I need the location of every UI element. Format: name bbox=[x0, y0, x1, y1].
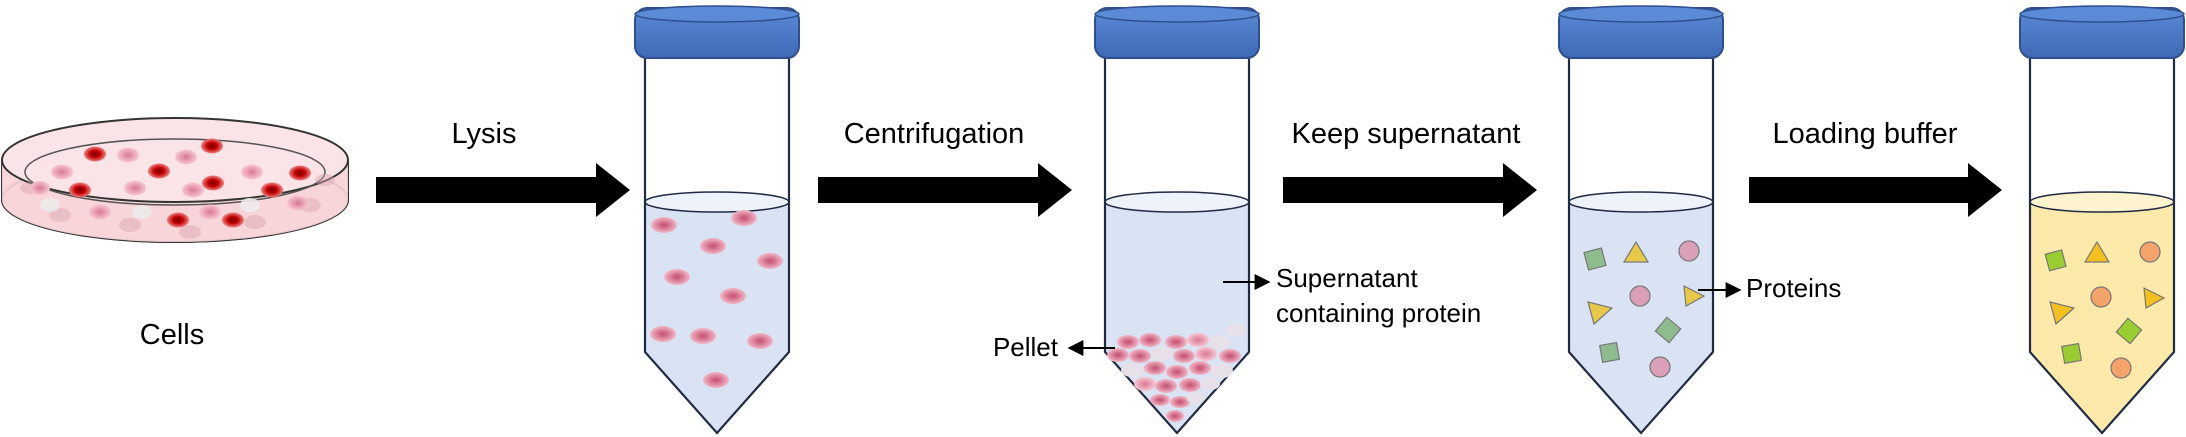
tube-outline bbox=[2028, 52, 2176, 435]
supernatant-label-line1: Supernatant bbox=[1276, 263, 1418, 293]
dish-cells bbox=[30, 138, 311, 228]
tube-centrifuged bbox=[1094, 5, 1260, 435]
tube-liquid bbox=[1569, 202, 1713, 433]
tube-liquid bbox=[2030, 202, 2174, 433]
liquid-surface bbox=[1104, 191, 1250, 213]
keep-supernatant-arrow bbox=[1283, 163, 1537, 217]
proteins bbox=[1583, 240, 1706, 378]
dish-inner-rim bbox=[24, 138, 326, 206]
keep-supernatant-label: Keep supernatant bbox=[1292, 118, 1521, 150]
buffered-proteins bbox=[2044, 240, 2166, 379]
tube-cap-top bbox=[634, 5, 800, 23]
tube-outline bbox=[1567, 52, 1715, 435]
tube-outline bbox=[643, 52, 791, 435]
supernatant-label-line2: containing protein bbox=[1276, 298, 1481, 328]
petri-dish bbox=[0, 117, 349, 243]
tube-cap-top bbox=[1094, 5, 1260, 23]
proteins-label: Proteins bbox=[1746, 273, 1841, 303]
cells-label: Cells bbox=[140, 319, 204, 351]
tube-cap-top bbox=[2019, 5, 2185, 23]
liquid-surface bbox=[1568, 191, 1714, 213]
pellet-cells bbox=[1107, 324, 1246, 422]
tube-proteins bbox=[1558, 5, 1724, 435]
tube-cap-top bbox=[1558, 5, 1724, 23]
tube-liquid bbox=[1105, 202, 1249, 433]
liquid-surface bbox=[2029, 191, 2175, 213]
loading-buffer-arrow bbox=[1749, 163, 2002, 217]
dish-rim bbox=[1, 117, 349, 203]
lysis-arrow bbox=[376, 163, 630, 217]
liquid-surface bbox=[644, 191, 790, 213]
lysate-cells bbox=[650, 210, 783, 388]
centrifugation-arrow bbox=[818, 163, 1072, 217]
tube-outline bbox=[1103, 52, 1251, 435]
tube-lysate bbox=[634, 5, 800, 435]
lysis-label: Lysis bbox=[452, 118, 517, 150]
loading-buffer-label: Loading buffer bbox=[1773, 118, 1958, 150]
tube-loaded bbox=[2019, 5, 2185, 435]
centrifugation-label: Centrifugation bbox=[844, 118, 1025, 150]
tube-liquid bbox=[645, 202, 789, 433]
pellet-label: Pellet bbox=[993, 332, 1059, 362]
